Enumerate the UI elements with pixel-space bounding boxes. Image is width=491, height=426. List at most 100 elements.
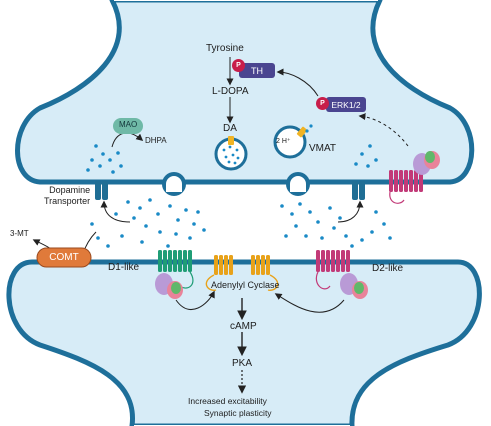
arrow-reuptake-right (337, 200, 364, 223)
dopamine-dot (294, 224, 298, 228)
dopamine-dot (90, 222, 94, 226)
dopamine-dot (354, 162, 358, 166)
label-dhpa: DHPA (145, 136, 167, 145)
label-synaptic-plasticity: Synaptic plasticity (204, 408, 272, 418)
dopamine-dot (184, 208, 188, 212)
label-d1-like: D1-like (108, 262, 140, 273)
erk-kinase: ERK1/2 (326, 97, 366, 112)
arrow-d2-ac (274, 293, 345, 313)
dopamine-dot (158, 230, 162, 234)
dopamine-dot (344, 234, 348, 238)
erk-phosphate-label: P (320, 100, 325, 107)
dopamine-dot (120, 234, 124, 238)
dopamine-dot (188, 236, 192, 240)
dopamine-dot (308, 210, 312, 214)
dopamine-molecules (86, 144, 392, 248)
dopamine-dot (174, 232, 178, 236)
dopamine-transporter-left (95, 181, 108, 200)
erk-label: ERK1/2 (331, 99, 361, 110)
th-phosphate-label: P (236, 62, 241, 69)
th-enzyme: TH (239, 63, 275, 78)
label-tyrosine: Tyrosine (206, 43, 244, 54)
dopamine-dot (280, 204, 284, 208)
postsynaptic-terminal (6, 259, 482, 426)
label-3mt: 3-MT (10, 229, 29, 238)
dopamine-dot (176, 218, 180, 222)
dopamine-dot (328, 206, 332, 210)
dopamine-dot (156, 212, 160, 216)
dopamine-dot (96, 236, 100, 240)
arrow-erk-th (276, 68, 319, 97)
vmat-vesicle (273, 124, 313, 159)
label-adenylyl-cyclase: Adenylyl Cyclase (211, 280, 280, 290)
arrow-reuptake-left (100, 200, 131, 223)
label-camp: cAMP (230, 321, 257, 332)
dopamine-dot (114, 212, 118, 216)
label-increased-excitability: Increased excitability (188, 396, 267, 406)
dopamine-dot (106, 244, 110, 248)
dopamine-dot (196, 210, 200, 214)
fusing-vesicle-right (286, 172, 310, 196)
dopamine-vesicle (214, 136, 248, 171)
dopamine-dot (116, 151, 120, 155)
label-proton: 2 H⁺ (276, 138, 291, 145)
dopamine-dot (140, 240, 144, 244)
ac-tails (205, 274, 279, 291)
dopamine-dot (94, 144, 98, 148)
dopamine-dot (382, 222, 386, 226)
arrow-d1-ac (175, 290, 215, 310)
dopamine-dot (86, 168, 90, 172)
dopamine-dot (168, 204, 172, 208)
label-d2-like: D2-like (372, 263, 404, 274)
dopamine-dot (132, 216, 136, 220)
d2-autoreceptor (389, 151, 440, 204)
dopamine-dot (316, 220, 320, 224)
th-phosphate-icon: P (232, 59, 245, 72)
th-label: TH (251, 65, 263, 76)
adenylyl-cyclase-2 (251, 255, 270, 275)
dopamine-dot (98, 164, 102, 168)
dopamine-dot (366, 164, 370, 168)
dopamine-dot (368, 144, 372, 148)
dopamine-dot (111, 170, 115, 174)
dopamine-dot (101, 152, 105, 156)
dopamine-dot (338, 216, 342, 220)
label-mao: MAO (119, 120, 138, 129)
dopamine-dot (148, 198, 152, 202)
dopamine-dot (350, 244, 354, 248)
dopamine-dot (90, 158, 94, 162)
dopamine-dot (126, 200, 130, 204)
dopamine-dot (144, 224, 148, 228)
dopamine-dot (166, 244, 170, 248)
dopamine-dot (284, 234, 288, 238)
dopamine-dot (320, 236, 324, 240)
presynaptic-terminal (15, 0, 475, 185)
label-ldopa: L-DOPA (212, 86, 249, 97)
dopamine-dot (298, 202, 302, 206)
dopamine-dot (202, 228, 206, 232)
dopamine-dot (374, 210, 378, 214)
dopamine-dot (119, 164, 123, 168)
dopamine-dot (360, 152, 364, 156)
label-da: DA (223, 123, 237, 134)
dopamine-dot (108, 158, 112, 162)
dopamine-dot (290, 212, 294, 216)
adenylyl-cyclase-1 (214, 255, 233, 275)
dopamine-dot (370, 230, 374, 234)
label-dopamine-transporter: Dopamine Transporter (44, 185, 91, 207)
comt-label: COMT (49, 252, 79, 263)
dopamine-dot (138, 206, 142, 210)
dopamine-dot (360, 238, 364, 242)
dopamine-dot (374, 158, 378, 162)
dopamine-dot (332, 226, 336, 230)
mao-enzyme (113, 118, 143, 134)
comt-label-box: COMT (37, 248, 91, 267)
dopamine-dot (192, 222, 196, 226)
dopamine-dot (304, 234, 308, 238)
fusing-vesicle-left (162, 172, 186, 196)
d2-like-receptor (315, 250, 368, 299)
erk-phosphate-icon: P (316, 97, 329, 110)
d1-like-receptor (155, 250, 194, 299)
comt-enzyme (36, 247, 92, 268)
